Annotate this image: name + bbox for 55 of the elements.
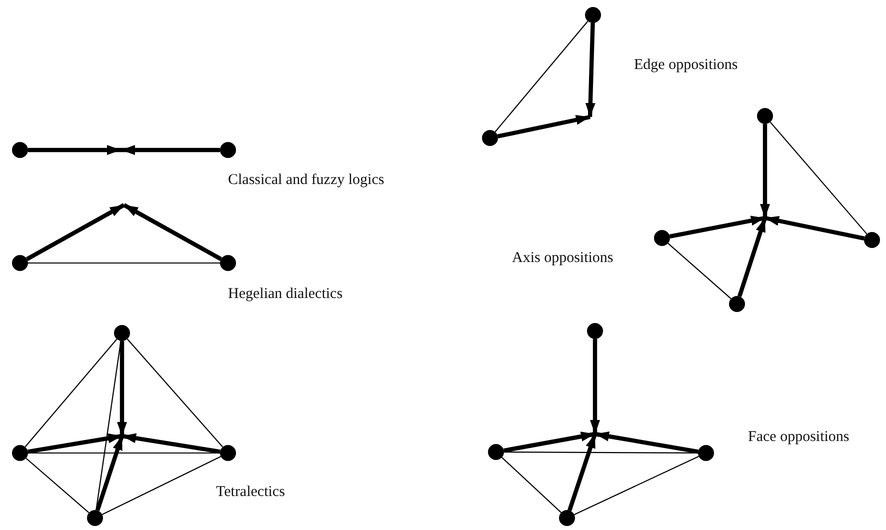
arrow [590,339,600,434]
dot [114,325,130,341]
line [574,456,699,516]
line [24,338,118,448]
arrow [737,217,767,298]
caption: Edge oppositions [634,58,738,73]
dot [482,130,498,146]
dot [864,232,880,248]
line [494,20,588,132]
dot [698,445,714,461]
line [102,456,222,515]
dot [587,323,603,339]
line [28,262,220,264]
dot [220,142,236,158]
line [504,452,698,454]
arrow [28,433,122,454]
dot [654,230,670,246]
arrow [96,435,124,512]
arrow [122,203,222,261]
caption: Classical and fuzzy logics [228,173,384,188]
dot [488,444,504,460]
line [126,338,224,448]
caption: Face oppositions [748,430,850,445]
dot [12,255,28,271]
arrow [585,22,596,118]
dot [559,510,575,526]
dot [757,108,773,124]
arrow [504,432,596,453]
dot [12,445,28,461]
dot [87,510,103,526]
line [770,122,868,234]
arrow [568,433,597,512]
arrow [669,216,766,239]
arrow [117,341,127,436]
line [501,457,562,513]
caption: Tetralectics [216,485,285,500]
arrow [122,433,220,454]
line [28,452,220,454]
arrow [760,124,770,218]
arrow [764,216,865,240]
dot [12,142,28,158]
arrow [28,145,121,155]
line [26,458,90,514]
arrow [26,203,126,261]
dot [220,255,236,271]
caption: Hegelian dialectics [228,287,343,302]
dot [729,296,745,312]
line [96,340,122,510]
dot [220,445,236,461]
arrow [121,145,220,155]
line [668,242,732,300]
arrow [594,431,698,454]
dot [585,7,601,23]
arrow [497,114,590,138]
caption: Axis oppositions [512,251,614,266]
